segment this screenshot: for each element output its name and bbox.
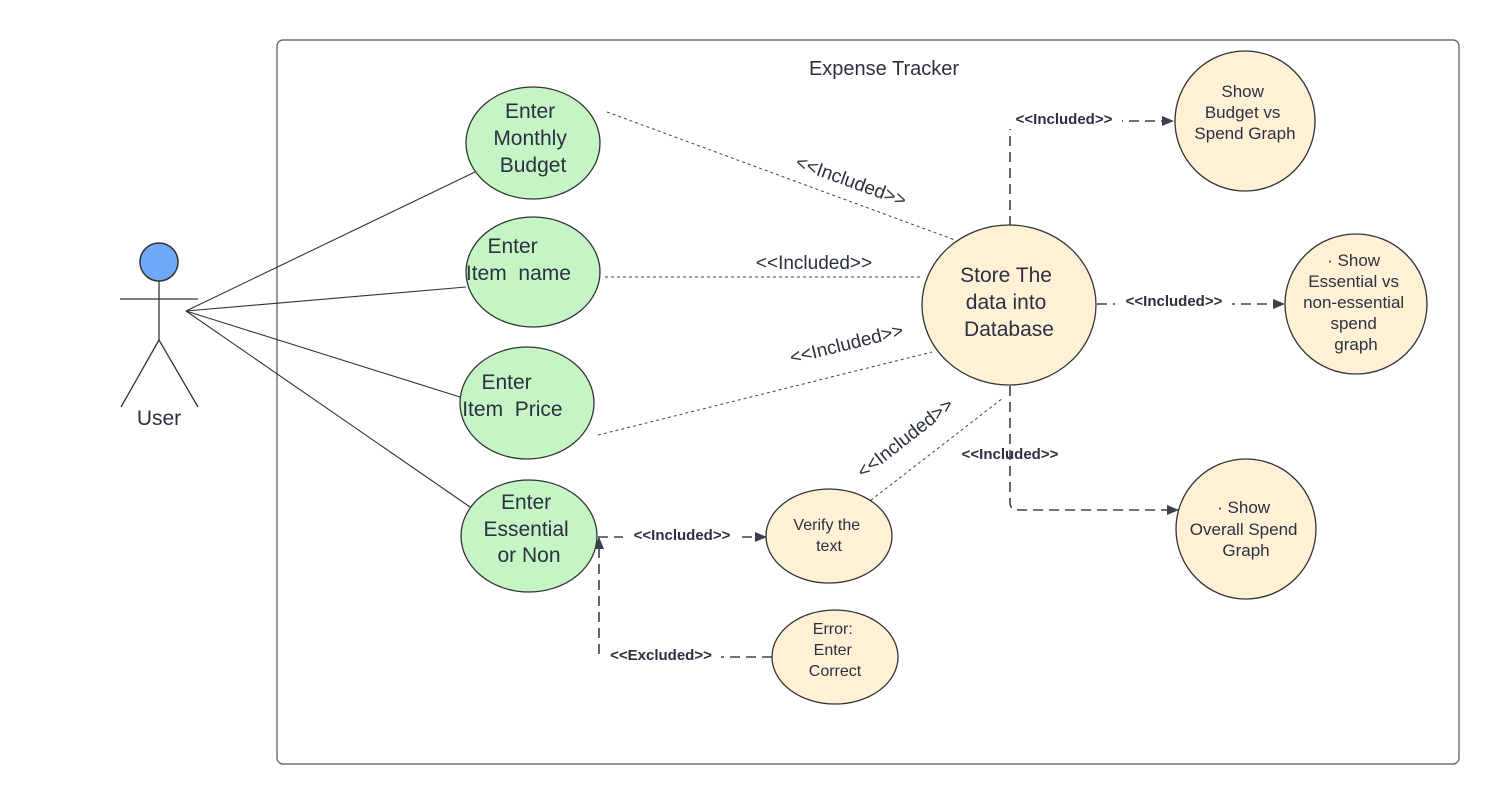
usecase-item-price-label: Enter Item Price (0, 0, 592, 421)
include-arrows-dashed (594, 116, 1285, 658)
usecase-budget-graph-shape (1174, 50, 1316, 192)
actor-leg-left (120, 339, 160, 408)
usecase-item-price-line-2: Item Price (462, 398, 562, 421)
label-bg-db-to-essential-graph (1115, 293, 1232, 311)
usecase-essential-label: Enter Essential or Non (483, 491, 574, 567)
usecase-essential-graph-shape (1284, 233, 1428, 375)
usecase-item-name-line-1: Enter (487, 235, 537, 258)
usecase-essential-graph-line-1: · Show (1327, 251, 1381, 270)
assoc-item-price (185, 310, 461, 398)
label-bg-db-to-budget-graph (1005, 111, 1122, 129)
usecase-item-name-line-2: Item name (466, 262, 571, 285)
usecase-essential-graph-line-3: non-essential (1303, 293, 1404, 312)
usecase-monthly-budget-line-3: Budget (500, 154, 567, 177)
usecase-monthly-budget-label: Enter Monthly Budget (493, 100, 572, 177)
usecase-verify-label: Verify the text (793, 517, 864, 555)
system-title: Expense Tracker (809, 58, 959, 80)
usecase-store-db-label: Store The data into Database (960, 264, 1058, 341)
usecase-store-db-line-2: data into (966, 291, 1047, 314)
usecase-monthly-budget-line-2: Monthly (493, 127, 567, 150)
usecase-verify-line-2: text (816, 538, 842, 555)
usecase-budget-graph-line-2: Budget vs (1205, 103, 1281, 122)
usecase-error-shape (771, 609, 899, 705)
label-db-to-overall-graph: <<Included>> (962, 446, 1059, 463)
usecase-essential-graph[interactable]: · Show Essential vs non-essential spend … (1284, 233, 1428, 375)
usecase-item-name-shape (465, 216, 601, 328)
label-price-to-db: <<Included>> (788, 320, 906, 368)
assoc-monthly-budget (185, 171, 476, 312)
usecase-verify-shape (765, 488, 893, 584)
usecase-error-label: Error: Enter Correct (809, 621, 862, 680)
usecase-essential-line-3: or Non (497, 544, 560, 567)
include-lines-dotted (597, 111, 1004, 505)
label-bg-error-to-essential (601, 646, 721, 664)
actor-leg-right (158, 339, 199, 408)
usecase-item-price-line-1: Enter (481, 371, 531, 394)
label-error-to-essential: <<Excluded>> (610, 647, 712, 664)
usecase-essential-shape (460, 479, 598, 593)
label-db-to-essential-graph: <<Included>> (1126, 293, 1223, 310)
usecase-error-line-2: Enter (814, 642, 853, 659)
usecase-error-line-3: Correct (809, 663, 862, 680)
actor-associations (185, 171, 476, 508)
line-verify-to-db (865, 397, 1004, 505)
usecase-essential[interactable]: Enter Essential or Non (460, 479, 598, 593)
usecase-overall-graph-line-3: Graph (1222, 541, 1269, 560)
usecase-budget-graph-label: Show Budget vs Spend Graph (1194, 82, 1295, 143)
usecase-item-name-label: Enter Item name (0, 0, 600, 285)
usecase-verify-line-1: Verify the (793, 517, 860, 534)
usecase-overall-graph[interactable]: · Show Overall Spend Graph (1175, 458, 1317, 600)
usecase-item-name[interactable]: Enter Item name (0, 0, 601, 328)
actor-user[interactable]: User (120, 242, 199, 430)
usecase-store-db-line-1: Store The (960, 264, 1052, 287)
usecase-store-db[interactable]: Store The data into Database (921, 224, 1097, 386)
usecase-essential-graph-line-4: spend (1330, 314, 1376, 333)
usecase-essential-line-1: Enter (501, 491, 551, 514)
usecase-item-price-shape (459, 346, 595, 460)
usecase-budget-graph[interactable]: Show Budget vs Spend Graph (1174, 50, 1316, 192)
arrow-error-to-essential (594, 537, 772, 658)
label-db-to-budget-graph: <<Included>> (1016, 111, 1113, 128)
label-essential-to-verify: <<Included>> (634, 527, 731, 544)
label-bg-essential-to-verify (623, 526, 740, 544)
usecase-overall-graph-line-2: Overall Spend (1190, 520, 1298, 539)
usecase-monthly-budget[interactable]: Enter Monthly Budget (465, 86, 601, 200)
usecase-overall-graph-line-1: · Show (1217, 498, 1271, 517)
line-budget-to-db (606, 111, 956, 241)
usecase-essential-graph-label: · Show Essential vs non-essential spend … (1303, 251, 1409, 354)
usecase-monthly-budget-line-1: Enter (505, 100, 555, 123)
usecase-error-line-1: Error: (813, 621, 853, 638)
label-verify-to-db: <<Included>> (853, 395, 958, 483)
usecase-overall-graph-label: · Show Overall Spend Graph (1190, 498, 1302, 560)
usecase-essential-graph-line-5: graph (1334, 335, 1377, 354)
actor-head (139, 242, 179, 282)
arrow-db-to-budget-graph (1009, 116, 1174, 226)
usecase-error[interactable]: Error: Enter Correct (771, 609, 899, 705)
usecase-monthly-budget-shape (465, 86, 601, 200)
usecase-item-price[interactable]: Enter Item Price (0, 0, 595, 460)
line-price-to-db (597, 351, 933, 436)
arrow-db-to-overall-graph (1009, 386, 1179, 515)
assoc-item-name (185, 286, 467, 312)
usecase-budget-graph-line-3: Spend Graph (1194, 124, 1295, 143)
usecase-essential-line-2: Essential (483, 518, 568, 541)
usecase-store-db-line-3: Database (964, 318, 1054, 341)
usecase-budget-graph-line-1: Show (1221, 82, 1264, 101)
actor-label: User (137, 407, 181, 430)
usecase-verify[interactable]: Verify the text (765, 488, 893, 584)
label-name-to-db: <<Included>> (756, 253, 872, 274)
usecase-overall-graph-shape (1175, 458, 1317, 600)
usecase-store-db-shape (921, 224, 1097, 386)
system-boundary (276, 39, 1460, 765)
usecase-essential-graph-line-2: Essential vs (1308, 272, 1399, 291)
assoc-essential (185, 310, 471, 508)
label-budget-to-db: <<Included>> (793, 152, 909, 211)
